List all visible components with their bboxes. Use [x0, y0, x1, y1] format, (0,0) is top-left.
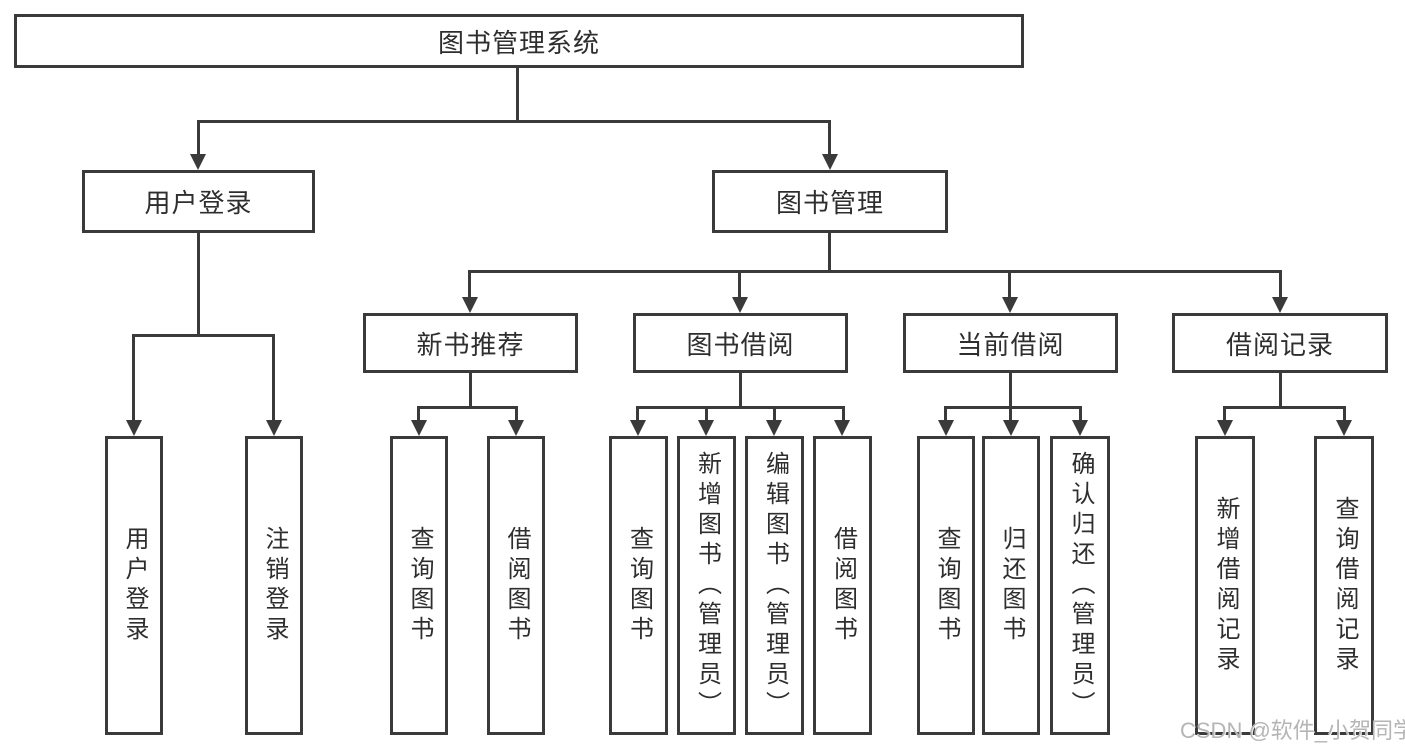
node-label: 借阅记录 — [1225, 329, 1334, 360]
arrow-down-icon — [698, 420, 714, 436]
node-label: 确认归还（管理员） — [1067, 450, 1094, 721]
node-label: 归还图书 — [998, 525, 1025, 646]
arrow-down-icon — [190, 154, 206, 170]
connector-vline — [828, 233, 831, 273]
connector-vline — [705, 406, 708, 420]
connector-vline — [197, 233, 200, 336]
connector-vline — [944, 406, 947, 420]
connector-vline — [516, 68, 519, 121]
arrow-down-icon — [766, 420, 782, 436]
arrow-down-icon — [834, 420, 850, 436]
connector-vline — [773, 406, 776, 420]
node-label: 查询借阅记录 — [1331, 495, 1358, 676]
connector-vline — [1279, 270, 1282, 297]
arrow-down-icon — [732, 297, 748, 313]
connector-hline — [944, 406, 1082, 409]
node-label: 新书推荐 — [416, 329, 525, 360]
node-label: 借阅图书 — [503, 525, 530, 646]
arrow-down-icon — [1002, 297, 1018, 313]
node-borrowing-records: 借阅记录 — [1172, 313, 1388, 373]
arrow-down-icon — [630, 420, 646, 436]
node-edit-books-admin: 编辑图书（管理员） — [745, 436, 804, 735]
arrow-down-icon — [1072, 420, 1088, 436]
connector-vline — [828, 120, 831, 156]
connector-vline — [1009, 373, 1012, 409]
node-add-borrow-record: 新增借阅记录 — [1195, 436, 1255, 735]
arrow-down-icon — [411, 420, 427, 436]
node-borrow-books-recommend: 借阅图书 — [487, 436, 545, 735]
node-add-books-admin: 新增图书（管理员） — [677, 436, 736, 735]
node-label: 注销登录 — [261, 525, 288, 646]
connector-vline — [738, 270, 741, 297]
node-label: 用户登录 — [144, 188, 253, 218]
connector-hline — [636, 406, 845, 409]
node-label: 查询图书 — [625, 525, 653, 646]
arrow-down-icon — [126, 420, 142, 436]
arrow-down-icon — [822, 154, 838, 170]
node-label: 图书管理 — [775, 188, 884, 218]
node-label: 借阅图书 — [829, 525, 857, 646]
node-library-management-system: 图书管理系统 — [14, 14, 1024, 68]
arrow-down-icon — [938, 420, 954, 436]
node-user-login: 用户登录 — [105, 436, 163, 735]
node-book-management-branch: 图书管理 — [712, 170, 948, 233]
node-borrow-books: 借阅图书 — [813, 436, 872, 735]
connector-vline — [132, 334, 135, 420]
node-label: 查询图书 — [933, 525, 960, 646]
node-label: 图书管理系统 — [437, 27, 600, 58]
arrow-down-icon — [1272, 297, 1288, 313]
connector-hline — [197, 120, 831, 123]
arrow-down-icon — [508, 420, 524, 436]
connector-hline — [468, 270, 1282, 273]
arrow-down-icon — [266, 420, 282, 436]
connector-vline — [1009, 406, 1012, 420]
node-label: 查询图书 — [406, 525, 433, 646]
arrow-down-icon — [1003, 420, 1019, 436]
connector-vline — [739, 373, 742, 409]
node-query-borrow-record: 查询借阅记录 — [1314, 436, 1374, 735]
node-label: 用户登录 — [121, 525, 148, 646]
node-current-borrowing: 当前借阅 — [903, 313, 1118, 373]
node-new-book-recommendation: 新书推荐 — [363, 313, 578, 373]
connector-vline — [1279, 373, 1282, 409]
csdn-watermark: CSDN @软件_小贺同学 — [1180, 718, 1405, 743]
arrow-down-icon — [462, 297, 478, 313]
connector-vline — [1223, 406, 1226, 420]
node-user-login-branch: 用户登录 — [82, 170, 315, 233]
connector-hline — [417, 406, 518, 409]
node-label: 编辑图书（管理员） — [761, 450, 789, 721]
node-logout: 注销登录 — [245, 436, 303, 735]
connector-vline — [1008, 270, 1011, 297]
node-label: 新增借阅记录 — [1212, 495, 1239, 676]
node-query-books-borrowing: 查询图书 — [609, 436, 668, 735]
connector-vline — [468, 270, 471, 297]
connector-vline — [469, 373, 472, 409]
connector-vline — [197, 120, 200, 156]
node-label: 图书借阅 — [686, 329, 795, 360]
connector-vline — [417, 406, 420, 420]
connector-hline — [1223, 406, 1346, 409]
connector-vline — [272, 334, 275, 420]
connector-vline — [1079, 406, 1082, 420]
connector-vline — [1343, 406, 1346, 420]
node-return-books: 归还图书 — [982, 436, 1040, 735]
node-confirm-return-admin: 确认归还（管理员） — [1050, 436, 1110, 735]
node-query-books-recommend: 查询图书 — [390, 436, 448, 735]
connector-vline — [515, 406, 518, 420]
node-book-borrowing: 图书借阅 — [633, 313, 848, 373]
arrow-down-icon — [1217, 420, 1233, 436]
connector-hline — [132, 334, 275, 337]
connector-vline — [636, 406, 639, 420]
node-query-books-current: 查询图书 — [917, 436, 975, 735]
connector-vline — [842, 406, 845, 420]
node-label: 新增图书（管理员） — [693, 450, 721, 721]
node-label: 当前借阅 — [956, 329, 1065, 360]
arrow-down-icon — [1336, 420, 1352, 436]
